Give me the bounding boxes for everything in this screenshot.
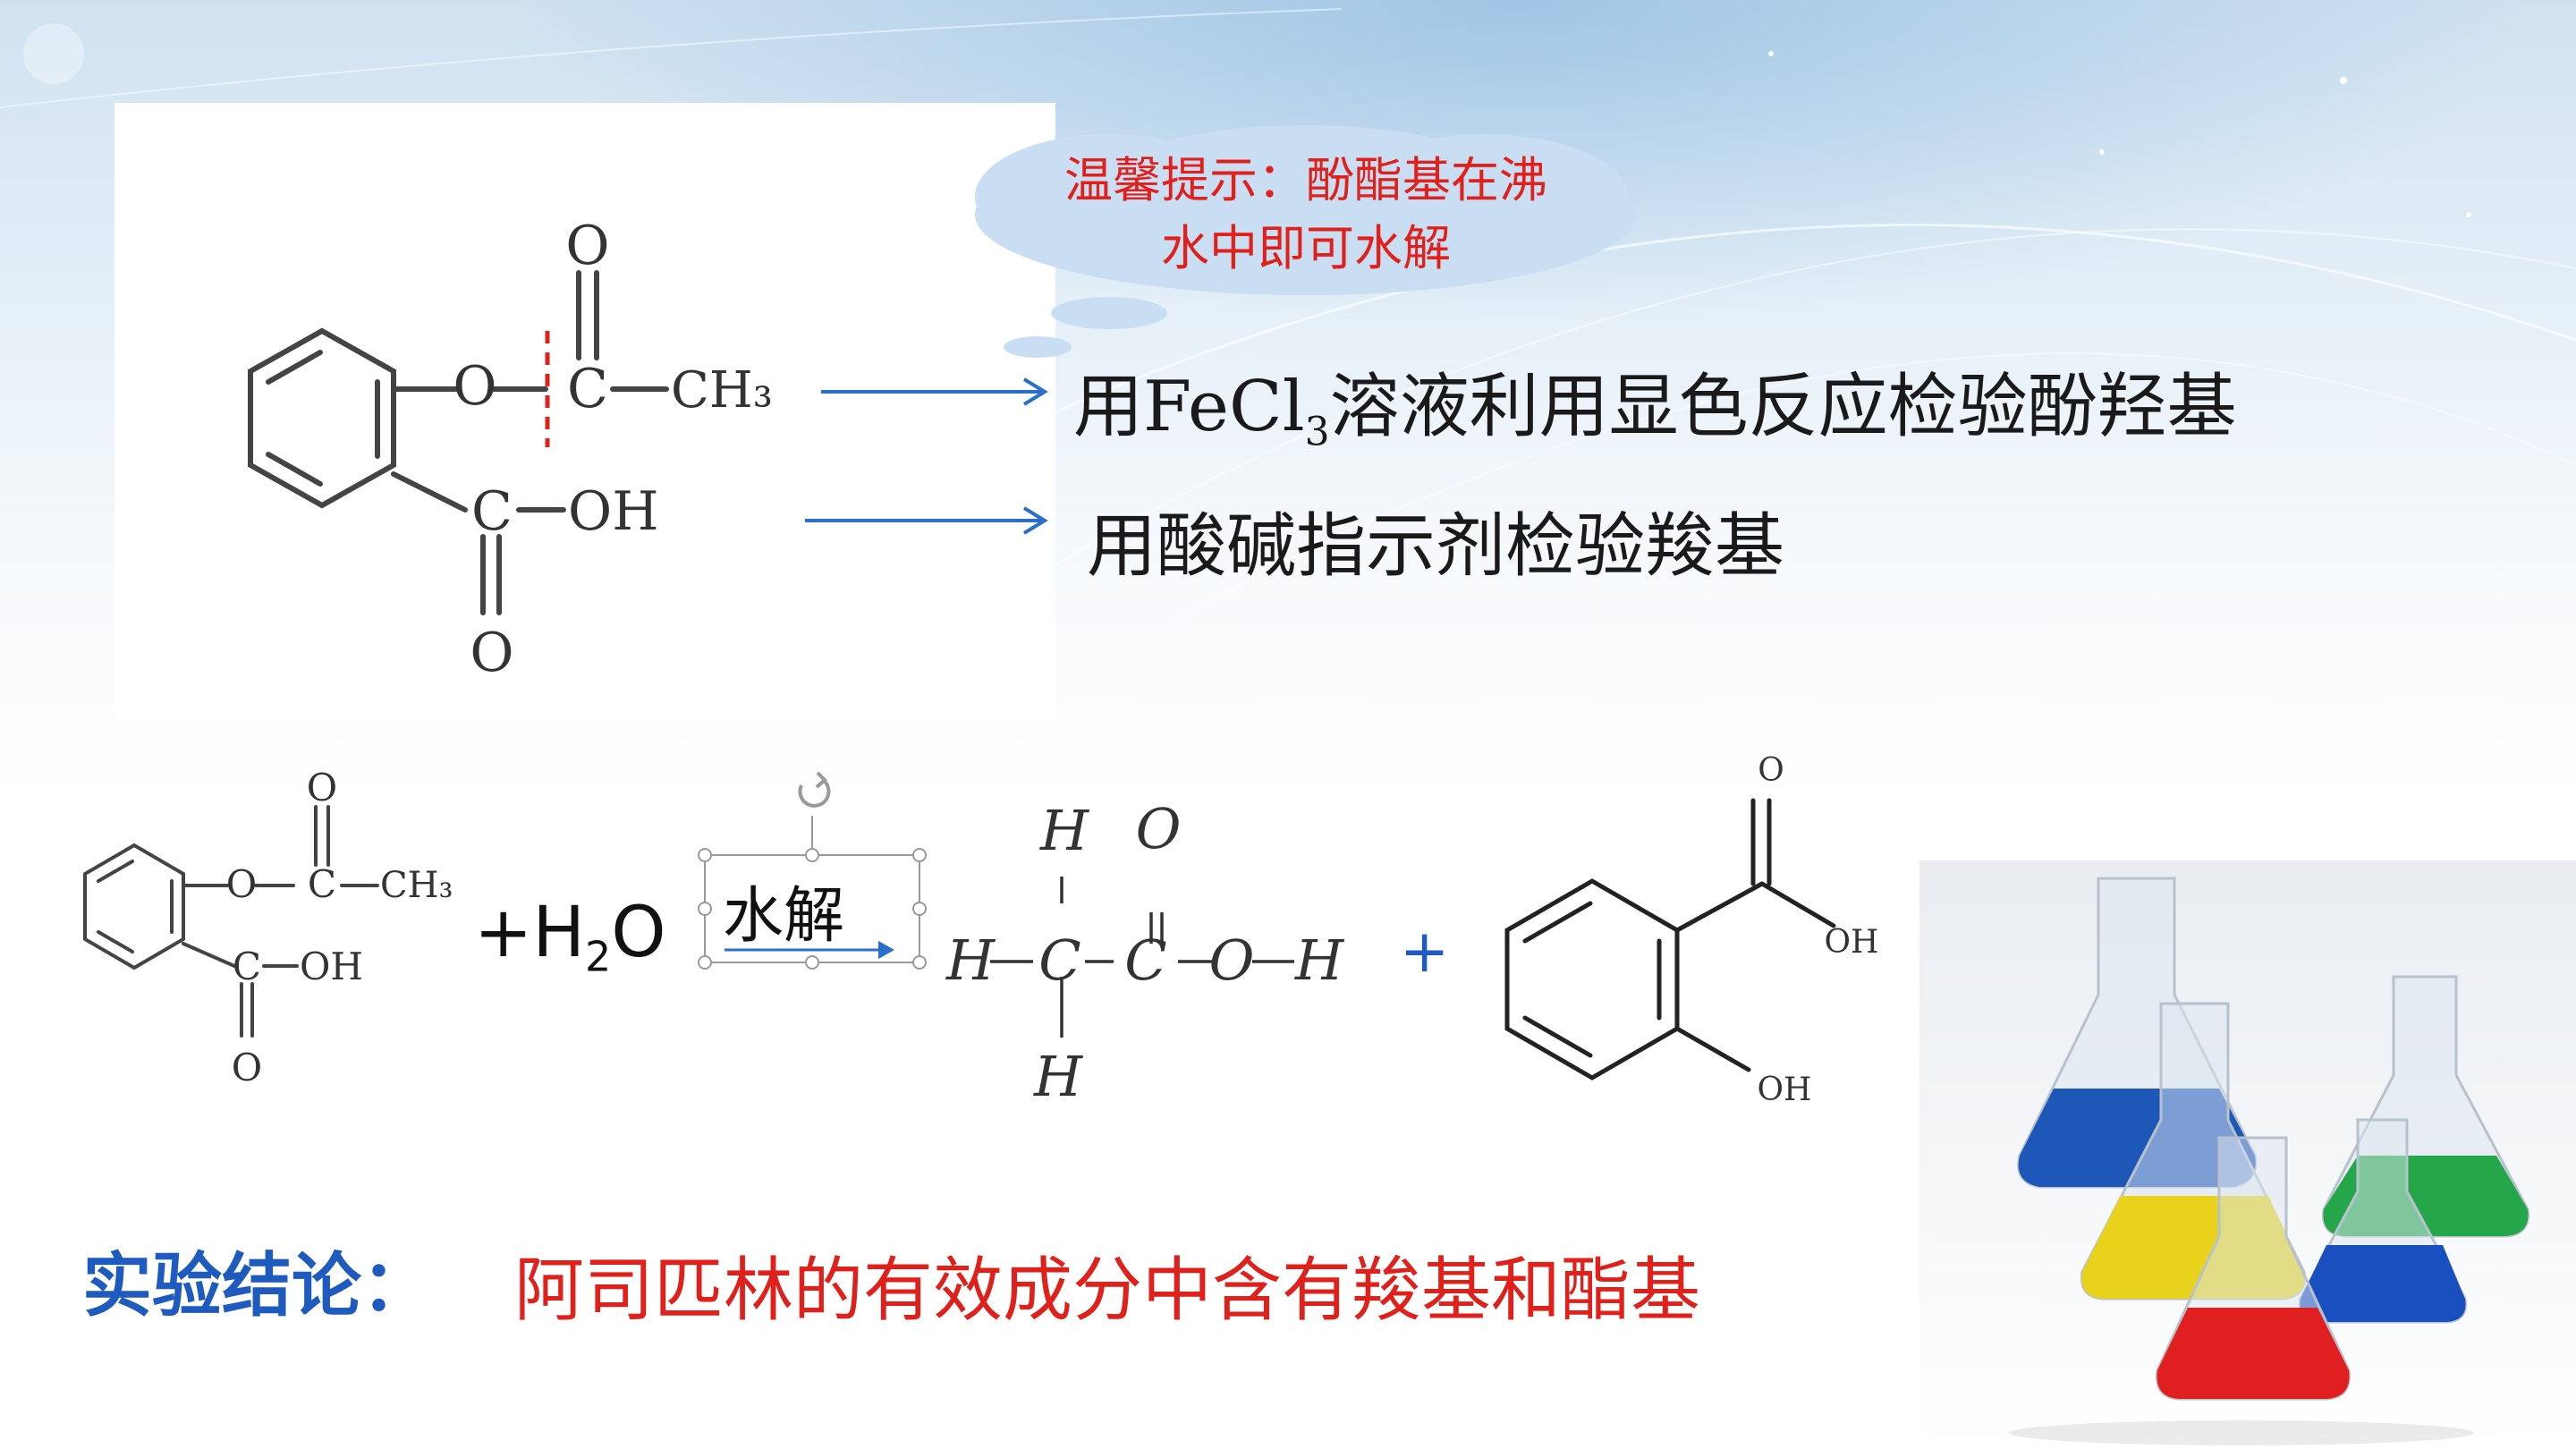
plus-water-prefix: +H: [474, 893, 586, 973]
acetic-o-top: O: [1136, 796, 1182, 861]
acetic-h-top: H: [1039, 798, 1090, 863]
acetic-h-bottom: H: [1033, 1044, 1084, 1109]
condition-textbox-frame[interactable]: [689, 760, 939, 975]
tip-line-2: 水中即可水解: [1161, 220, 1451, 276]
o-top-label: O: [565, 215, 609, 277]
ch3-label: CH₃: [671, 361, 773, 419]
small-oh: OH: [300, 945, 363, 988]
test-fecl3-subscript: 3: [1304, 409, 1330, 455]
plus-water: +H2O: [474, 893, 666, 981]
salicylic-o-top: O: [1758, 752, 1784, 789]
plus-water-suffix: O: [611, 893, 666, 973]
plus-water-subscript: 2: [585, 932, 612, 981]
flasks-illustration: [1919, 860, 2576, 1449]
plus-sign: +: [1400, 917, 1450, 986]
acetic-h-right: H: [1294, 928, 1345, 993]
small-o-top: O: [307, 766, 337, 809]
tip-cloud-icon: [975, 125, 1637, 358]
salicylic-oh-acid: OH: [1825, 924, 1879, 961]
aspirin-small-structure: O O C CH₃ C OH O: [83, 766, 453, 1089]
test-indicator: 用酸碱指示剂检验羧基: [1087, 506, 1785, 587]
acetic-acid-structure: H O H C C O H H: [945, 796, 1345, 1109]
conclusion-text: 阿司匹林的有效成分中含有羧基和酯基: [514, 1250, 1701, 1331]
structure-panel: [114, 103, 1055, 720]
acetic-o: O: [1209, 928, 1255, 993]
small-o-bottom: O: [232, 1046, 262, 1089]
aspirin-structure: O O C CH₃ C OH O: [248, 215, 773, 684]
background-streaks: [0, 8, 2576, 626]
oh-label: OH: [568, 480, 659, 543]
small-o-ester: O: [226, 862, 257, 906]
test-fecl3-prefix: 用FeCl: [1073, 367, 1305, 447]
arrow-right-icon: [805, 377, 1048, 535]
tip-line-1: 温馨提示：酚酯基在沸: [1064, 152, 1547, 208]
c-acid-label: C: [471, 480, 513, 543]
salicylic-acid-structure: O OH OH: [1504, 752, 1879, 1108]
c-ester-label: C: [567, 358, 608, 420]
acetic-c2: C: [1124, 928, 1166, 993]
condition-label[interactable]: 水解: [723, 881, 845, 952]
rotate-handle-icon[interactable]: [798, 771, 831, 808]
small-c-acid: C: [233, 945, 261, 988]
tip-text: 温馨提示：酚酯基在沸 水中即可水解: [984, 147, 1628, 283]
test-fecl3: 用FeCl3溶液利用显色反应检验酚羟基: [1073, 351, 2237, 455]
acetic-c1: C: [1038, 928, 1080, 993]
acetic-h-left: H: [945, 928, 996, 993]
flask-photo: [1919, 860, 2576, 1449]
o-bottom-label: O: [470, 622, 513, 684]
conclusion-label: 实验结论：: [82, 1246, 432, 1326]
o-ester-label: O: [453, 355, 496, 418]
test-fecl3-suffix: 溶液利用显色反应检验酚羟基: [1329, 367, 2237, 447]
small-ch3: CH₃: [380, 865, 453, 906]
small-c-ester: C: [308, 862, 336, 906]
salicylic-oh-phenol: OH: [1758, 1072, 1812, 1108]
